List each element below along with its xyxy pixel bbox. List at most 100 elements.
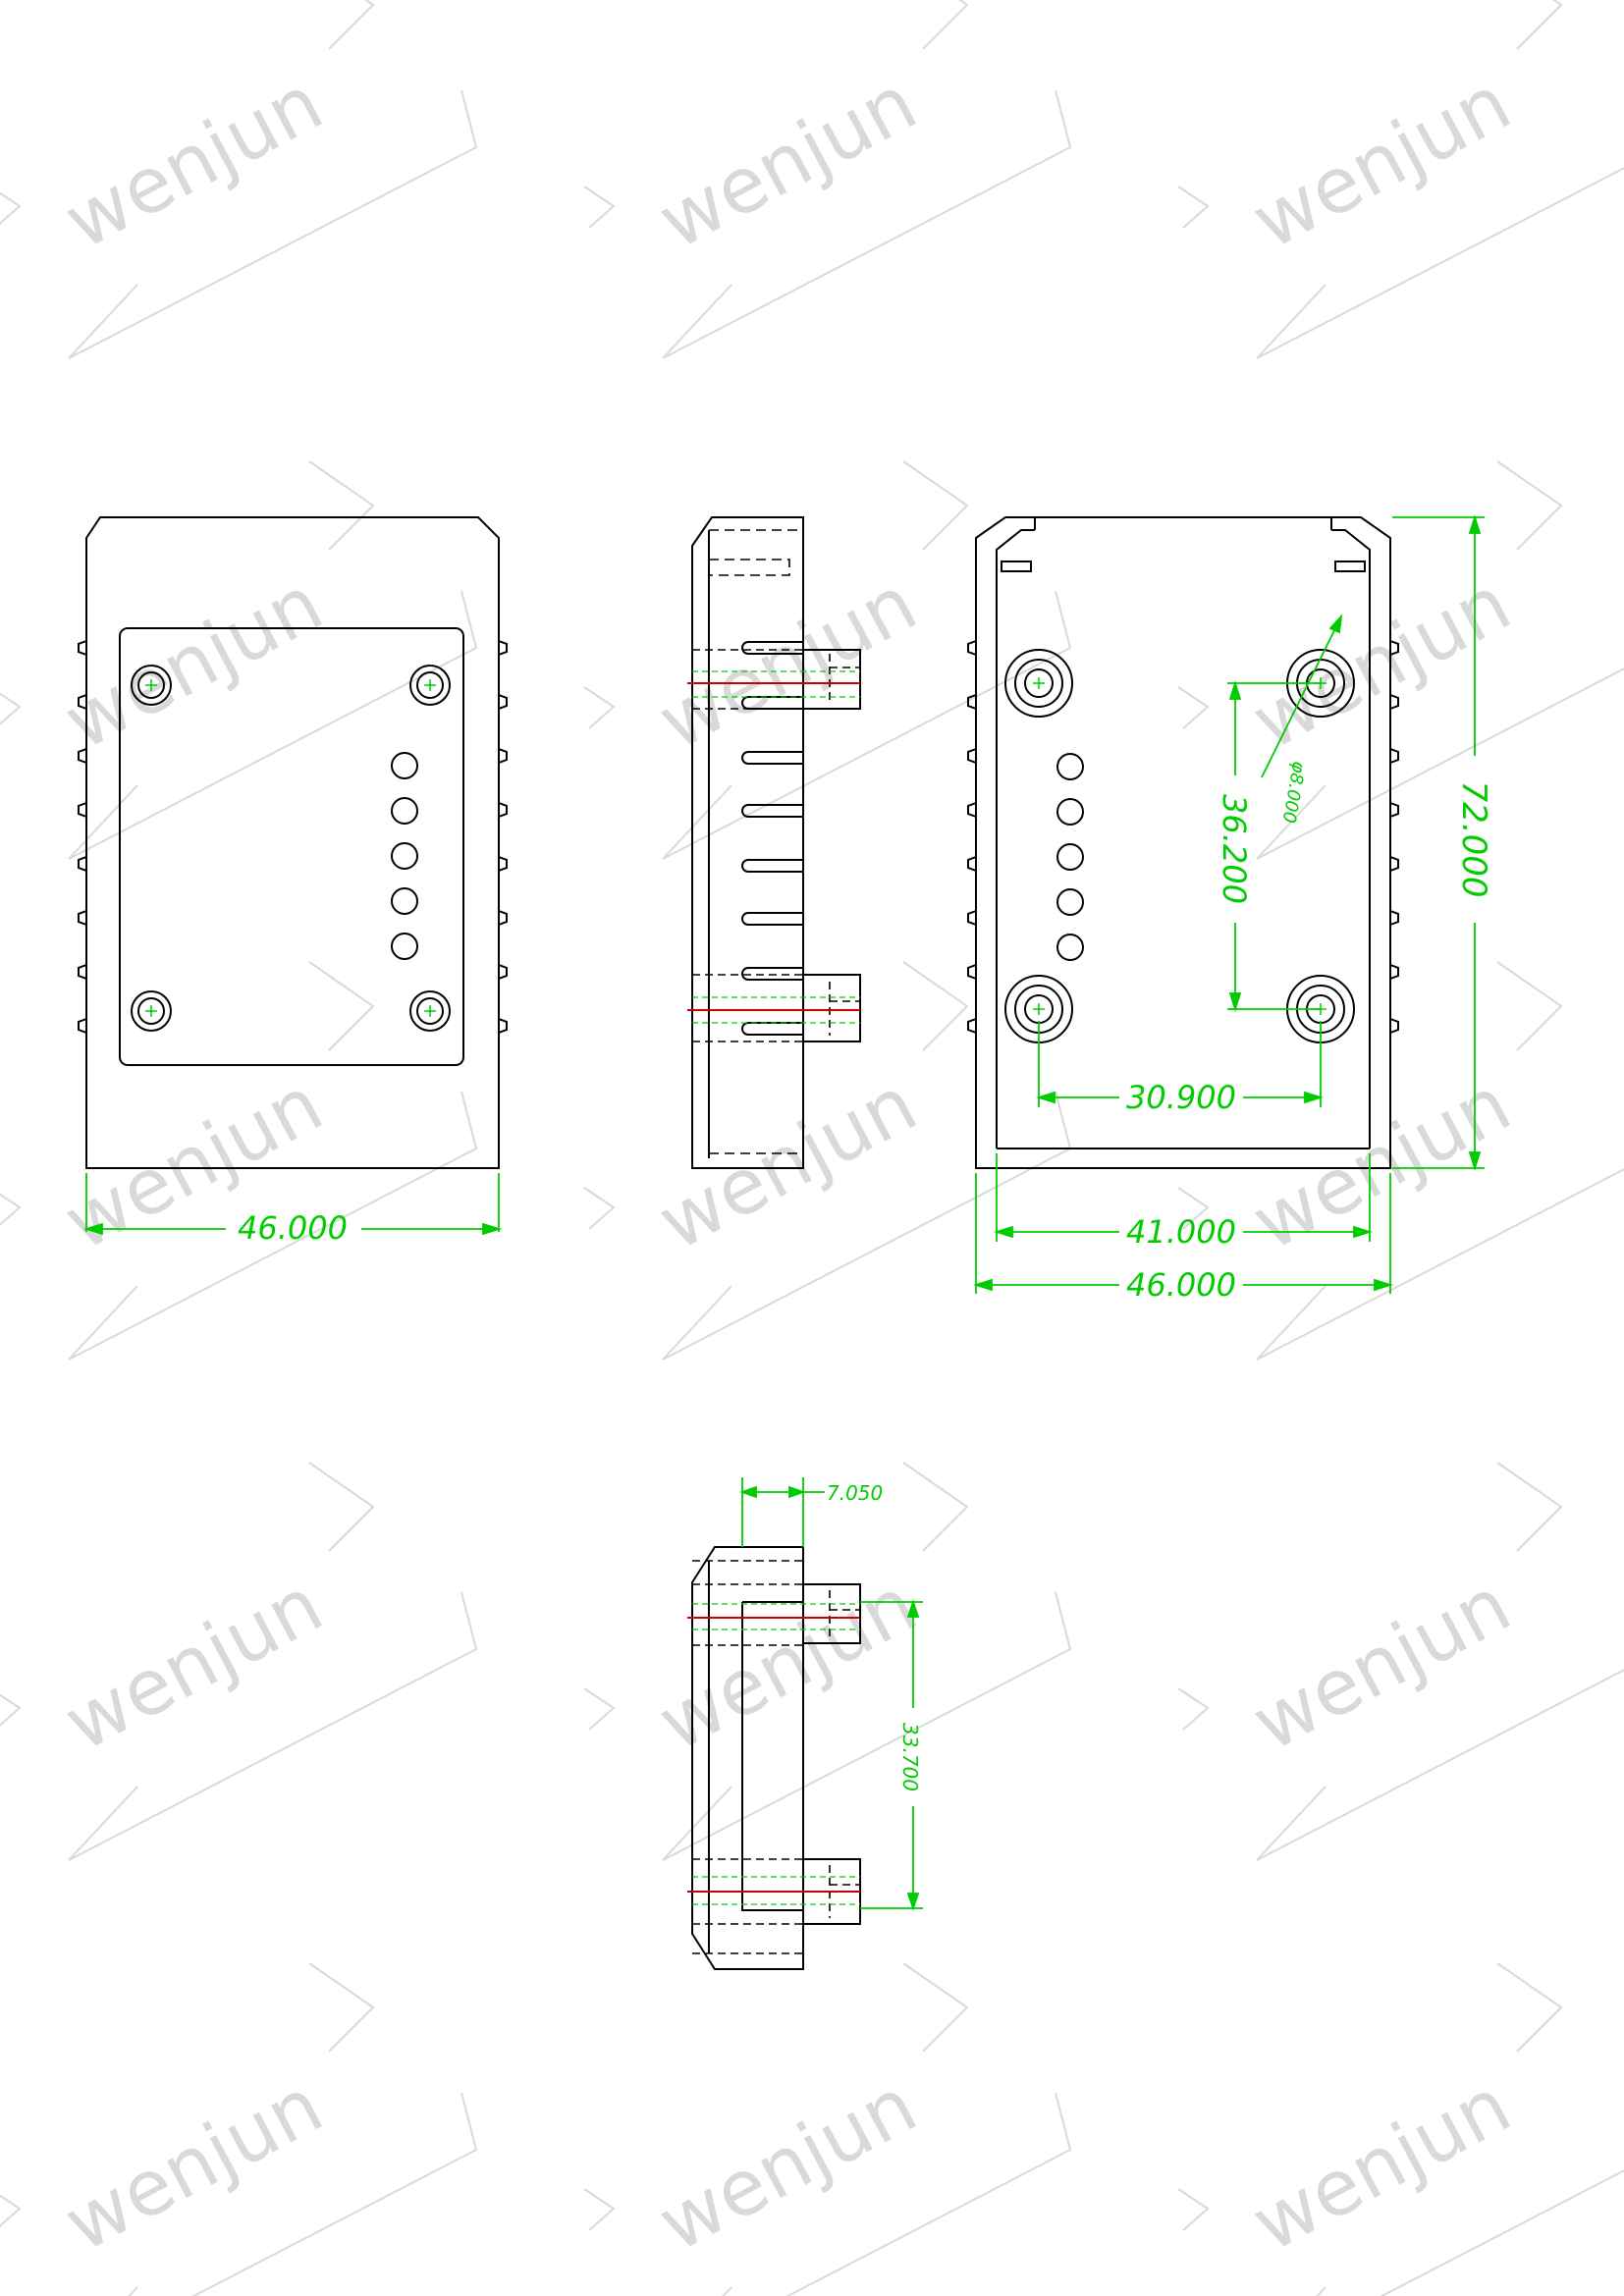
cooling-fin: [741, 641, 803, 655]
side-rib: [1389, 640, 1399, 656]
side-view-pin-blocks: [692, 649, 861, 1042]
watermark-text: wenjun: [51, 1561, 337, 1769]
side-rib: [1389, 694, 1399, 710]
section-view-outline: [691, 1546, 804, 1970]
section-view-centerlines: [687, 1617, 860, 1893]
cooling-fin: [741, 1022, 803, 1036]
side-rib: [967, 748, 977, 764]
back-outer-width-dim-label: 46.000: [1126, 1266, 1236, 1304]
front-view: [78, 516, 508, 1169]
watermark-logo-icon: [583, 1462, 1072, 1861]
side-rib: [78, 802, 87, 818]
watermark-text: wenjun: [51, 2061, 337, 2269]
back-hole-horizontal-dim-label: 30.900: [1126, 1079, 1236, 1116]
side-view-hidden-lines: [709, 529, 803, 1154]
side-rib: [78, 856, 87, 872]
watermark-text: wenjun: [645, 59, 931, 267]
back-view-dimensions: [972, 513, 1485, 1294]
watermark-text: wenjun: [1239, 2061, 1525, 2269]
side-rib: [967, 802, 977, 818]
side-rib: [967, 964, 977, 980]
back-view-inner-wall: [996, 529, 1371, 1149]
watermark-logo-icon: [0, 460, 478, 860]
side-rib: [967, 640, 977, 656]
section-pin-spacing-dim-label: 33.700: [898, 1723, 922, 1791]
back-view: [967, 516, 1399, 1169]
side-rib: [1389, 748, 1399, 764]
side-rib: [78, 910, 87, 926]
back-view-outline: [975, 516, 1391, 1169]
front-view-mount-holes: [131, 665, 451, 1032]
back-inner-width-dim-label: 41.000: [1126, 1213, 1236, 1251]
watermark-text: wenjun: [1239, 59, 1525, 267]
side-rib: [498, 856, 508, 872]
side-rib: [78, 964, 87, 980]
side-rib: [498, 640, 508, 656]
section-depth-dim-label: 7.050: [827, 1481, 883, 1505]
watermark-logo-icon: [583, 460, 1072, 860]
watermark-text: wenjun: [1239, 1561, 1525, 1769]
side-rib: [78, 1018, 87, 1034]
cooling-fin: [741, 912, 803, 926]
watermark-logo-icon: [1177, 961, 1624, 1361]
watermark-logo-icon: [0, 1462, 478, 1861]
side-rib: [1389, 802, 1399, 818]
back-hole-diameter-dim-label: φ8.000: [1278, 760, 1310, 825]
cooling-fin: [741, 859, 803, 873]
back-height-dim-label: 72.000: [1454, 781, 1493, 898]
side-rib: [1389, 910, 1399, 926]
side-rib: [498, 802, 508, 818]
watermark-logo-icon: [0, 0, 478, 359]
side-rib: [498, 910, 508, 926]
side-rib: [967, 1018, 977, 1034]
front-width-dim-label: 46.000: [238, 1209, 348, 1247]
side-rib: [78, 748, 87, 764]
side-rib: [967, 910, 977, 926]
watermark-text: wenjun: [645, 1060, 931, 1268]
side-rib: [1389, 1018, 1399, 1034]
side-rib: [78, 640, 87, 656]
side-rib: [1389, 856, 1399, 872]
cooling-fin: [741, 751, 803, 765]
watermark-text: wenjun: [51, 59, 337, 267]
side-view: [687, 516, 861, 1169]
section-view: [687, 1546, 861, 1970]
watermark-logo-icon: [0, 961, 478, 1361]
front-view-side-ribs: [78, 640, 508, 1034]
side-view-outline: [691, 516, 804, 1169]
side-view-centerlines: [687, 682, 860, 1011]
front-view-led-holes: [391, 752, 418, 960]
watermark-logo-icon: [1177, 1462, 1624, 1861]
front-view-width-dimension: [82, 1173, 503, 1236]
watermark-logo-icon: [583, 0, 1072, 359]
back-view-side-ribs: [967, 640, 1399, 1034]
side-rib: [967, 856, 977, 872]
cooling-fin: [741, 967, 803, 981]
front-view-inner-panel: [119, 627, 464, 1066]
back-hole-vertical-dim-label: 36.200: [1216, 794, 1253, 904]
watermark-logo-icon: [0, 1962, 478, 2296]
side-rib: [78, 694, 87, 710]
watermark-text: wenjun: [1239, 1060, 1525, 1268]
watermark-logo-icon: [583, 1962, 1072, 2296]
watermark-text: wenjun: [645, 2061, 931, 2269]
side-rib: [498, 1018, 508, 1034]
watermark-logo-icon: [1177, 0, 1624, 359]
watermark-text: wenjun: [645, 1561, 931, 1769]
front-view-hole-centers: [145, 679, 436, 1017]
watermark-text: wenjun: [51, 560, 337, 768]
side-rib: [498, 694, 508, 710]
section-view-dimensions: [739, 1477, 923, 1911]
back-view-led-holes: [1056, 753, 1084, 961]
side-view-fins: [741, 641, 803, 1036]
side-rib: [498, 964, 508, 980]
cooling-fin: [741, 804, 803, 818]
side-rib: [498, 748, 508, 764]
watermark-text: wenjun: [645, 560, 931, 768]
watermark-logo-icon: [1177, 460, 1624, 860]
front-view-outline: [85, 516, 500, 1169]
side-rib: [1389, 964, 1399, 980]
section-view-inner-body: [741, 1601, 803, 1911]
